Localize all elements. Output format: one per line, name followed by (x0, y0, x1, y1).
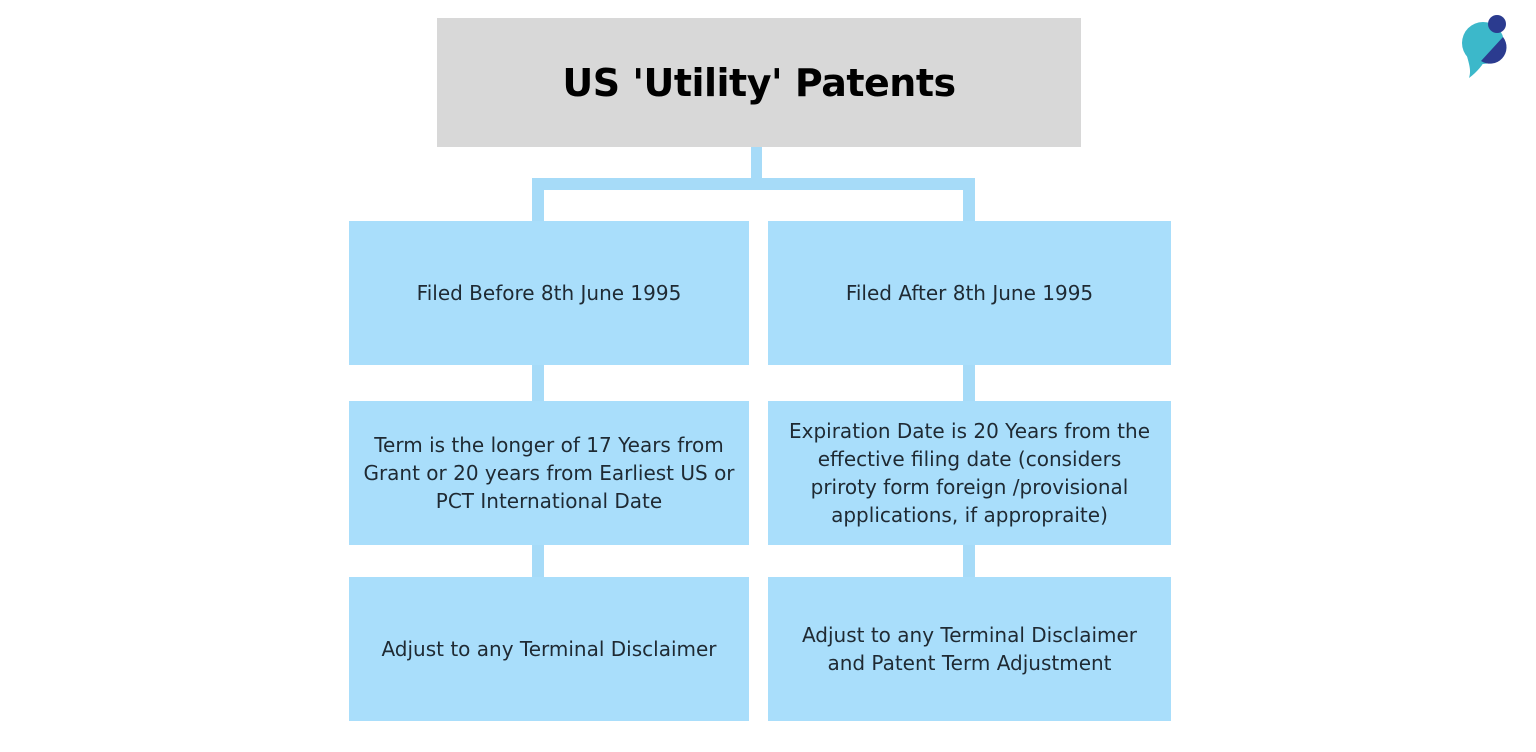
connector-left-drop (532, 178, 544, 221)
box-filed-before-1995: Filed Before 8th June 1995 (349, 221, 749, 365)
connector-horizontal-bar (532, 178, 975, 190)
connector-right-drop (963, 178, 975, 221)
connector-left-row1-row2 (532, 365, 544, 401)
connector-title-stem (751, 147, 762, 190)
connector-right-row1-row2 (963, 365, 975, 401)
connector-right-row2-row3 (963, 545, 975, 577)
box-adjust-disclaimer-and-pta: Adjust to any Terminal Disclaimer and Pa… (768, 577, 1171, 721)
box-filed-after-1995: Filed After 8th June 1995 (768, 221, 1171, 365)
box-adjust-terminal-disclaimer: Adjust to any Terminal Disclaimer (349, 577, 749, 721)
brand-logo-icon (1462, 15, 1507, 78)
title-box: US 'Utility' Patents (437, 18, 1081, 147)
box-expiration-20-years: Expiration Date is 20 Years from the eff… (768, 401, 1171, 545)
page-title: US 'Utility' Patents (562, 60, 956, 105)
box-term-17-or-20-years: Term is the longer of 17 Years from Gran… (349, 401, 749, 545)
connector-left-row2-row3 (532, 545, 544, 577)
